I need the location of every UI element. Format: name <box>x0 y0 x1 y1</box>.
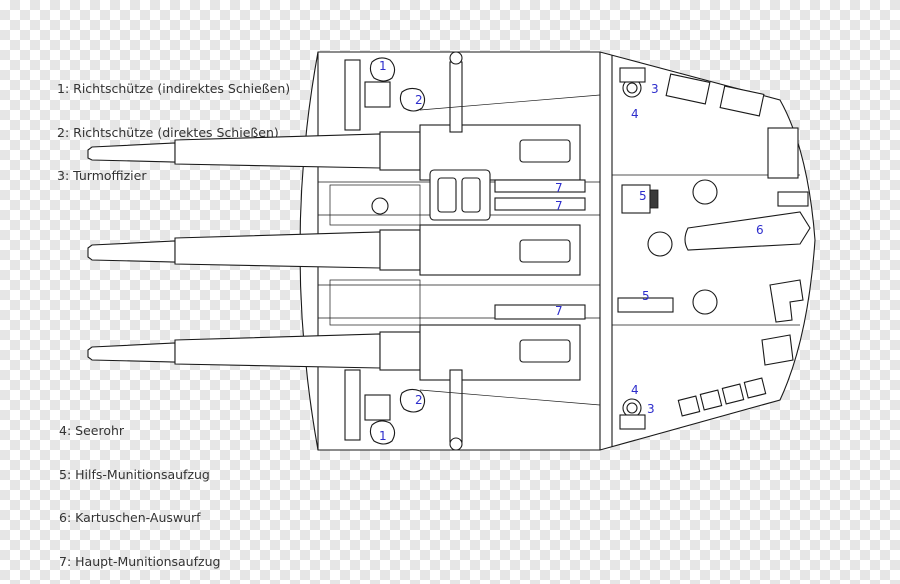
legend-item-1: 1: Richtschütze (indirektes Schießen) <box>57 81 291 96</box>
gun-barrel-top <box>87 131 421 171</box>
breech-machinery <box>329 51 601 451</box>
marker-3-bottom: 3 <box>647 402 655 416</box>
rear-equipment <box>617 73 811 417</box>
marker-4-top: 4 <box>631 107 639 121</box>
marker-7-c: 7 <box>555 304 563 318</box>
legend-item-4: 4: Seerohr <box>59 423 125 438</box>
gunner-seats <box>364 57 426 445</box>
marker-1-bottom: 1 <box>379 429 387 443</box>
legend-item-5: 5: Hilfs-Munitionsaufzug <box>59 466 210 482</box>
legend-item-7: 7: Haupt-Munitionsaufzug <box>59 553 221 569</box>
marker-3-top: 3 <box>651 82 659 96</box>
number-markers: 1 2 3 4 5 6 7 7 5 7 4 3 2 1 <box>379 59 764 443</box>
marker-7-a: 7 <box>555 181 563 195</box>
turret-diagram: 1 2 3 4 5 6 7 7 5 7 4 3 2 1 <box>87 51 816 451</box>
periscopes <box>619 67 646 430</box>
marker-6: 6 <box>756 223 764 237</box>
gun-barrel-bottom <box>87 331 421 371</box>
legend-item-2: 2: Richtschütze (direktes Schießen) <box>57 124 279 140</box>
legend-top: 1: Richtschütze (indirektes Schießen) 2:… <box>57 53 290 198</box>
marker-5-upper: 5 <box>639 189 647 203</box>
marker-5-lower: 5 <box>642 289 650 303</box>
marker-2-top: 2 <box>415 93 423 107</box>
marker-7-b: 7 <box>555 199 563 213</box>
marker-1-top: 1 <box>379 59 387 73</box>
marker-4-bottom: 4 <box>631 383 639 397</box>
gun-barrel-middle <box>87 229 421 271</box>
legend-item-3: 3: Turmoffizier <box>57 168 147 183</box>
marker-2-bottom: 2 <box>415 393 423 407</box>
legend-item-6: 6: Kartuschen-Auswurf <box>59 510 201 525</box>
